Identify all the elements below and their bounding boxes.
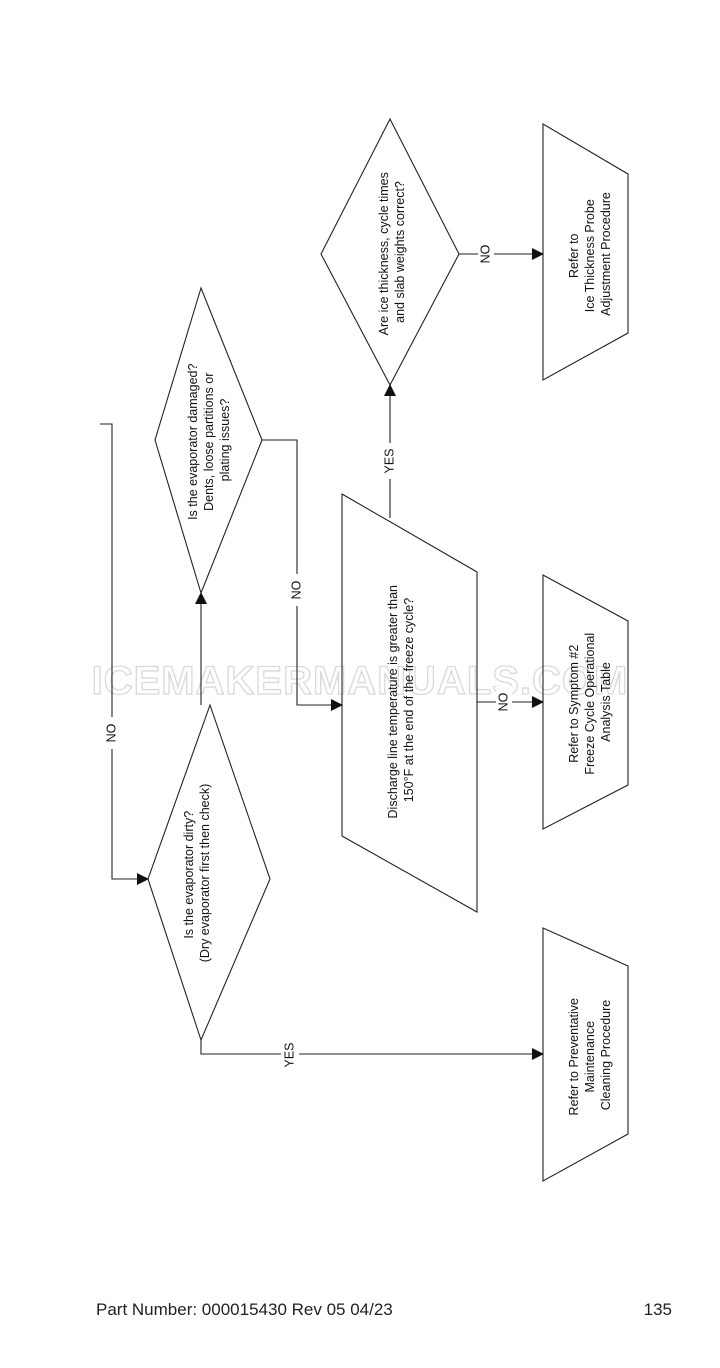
decision-discharge-temperature bbox=[341, 493, 478, 913]
text-evaporator-damaged: Is the evaporator damaged? Dents, loose … bbox=[186, 360, 232, 520]
label-yes-preventative: YES bbox=[282, 1042, 296, 1067]
text-evaporator-dirty: Is the evaporator dirty? (Dry evaporator… bbox=[182, 784, 212, 963]
footer-part-number: Part Number: 000015430 Rev 05 04/23 bbox=[96, 1300, 393, 1319]
text-ice-thickness: Are ice thickness, cycle times and slab … bbox=[377, 169, 407, 336]
label-no-probe: NO bbox=[478, 244, 492, 263]
watermark: ICEMAKERMANUALS.COM bbox=[92, 659, 629, 703]
connector-yes-preventative bbox=[200, 1040, 544, 1060]
footer-page-number: 135 bbox=[643, 1300, 672, 1319]
label-no-symptom: NO bbox=[496, 692, 510, 711]
label-no-damaged: NO bbox=[289, 580, 303, 599]
process-preventative-maintenance bbox=[542, 927, 629, 1182]
text-probe-adjustment: Refer to Ice Thickness Probe Adjustment … bbox=[567, 192, 613, 316]
text-preventative-maintenance: Refer to Preventative Maintenance Cleani… bbox=[567, 995, 613, 1116]
label-yes-ice: YES bbox=[382, 448, 396, 473]
process-probe-adjustment bbox=[542, 123, 629, 381]
text-symptom-2: Refer to Symptom #2 Freeze Cycle Operati… bbox=[567, 629, 613, 774]
label-no-loop: NO bbox=[104, 723, 118, 742]
connector-no-loop bbox=[100, 423, 149, 885]
connector-no-damaged bbox=[262, 439, 343, 711]
process-symptom-2 bbox=[542, 574, 629, 830]
text-discharge-temperature: Discharge line temperature is greater th… bbox=[386, 582, 416, 819]
